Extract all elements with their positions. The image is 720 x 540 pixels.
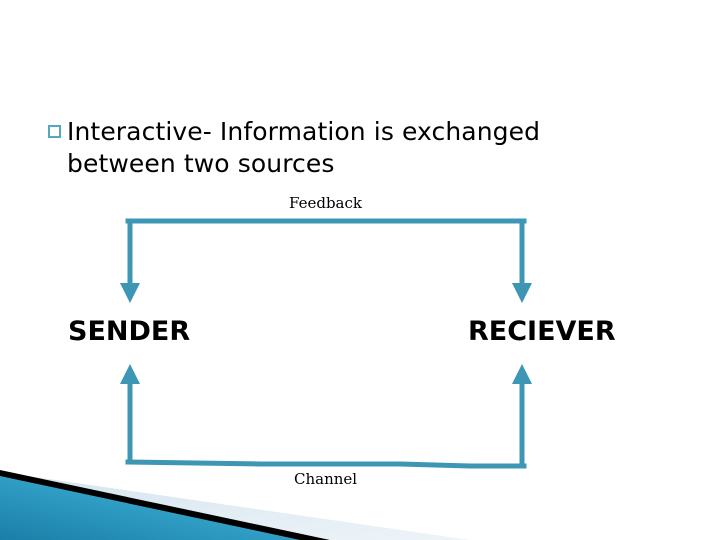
bullet-list-item: Interactive- Information is exchanged be… xyxy=(48,116,648,180)
channel-label: Channel xyxy=(294,470,358,488)
feedback-right-arrow-head xyxy=(512,283,532,303)
channel-right-arrow-head xyxy=(512,364,532,384)
square-outline-bullet-icon xyxy=(48,125,61,138)
sender-node-label: SENDER xyxy=(68,316,191,347)
bullet-paragraph: Interactive- Information is exchanged be… xyxy=(48,116,648,180)
feedback-connector-group xyxy=(120,218,532,303)
channel-left-arrow-head xyxy=(120,364,140,384)
feedback-left-arrow-head xyxy=(120,283,140,303)
bullet-item-label: Interactive- Information is exchanged be… xyxy=(67,117,541,178)
reciever-node-label: RECIEVER xyxy=(468,316,616,347)
slide-corner-decoration xyxy=(0,470,470,540)
blue-wedge-shape xyxy=(0,476,300,540)
black-stripe-shape xyxy=(0,470,330,540)
feedback-label: Feedback xyxy=(289,194,362,212)
